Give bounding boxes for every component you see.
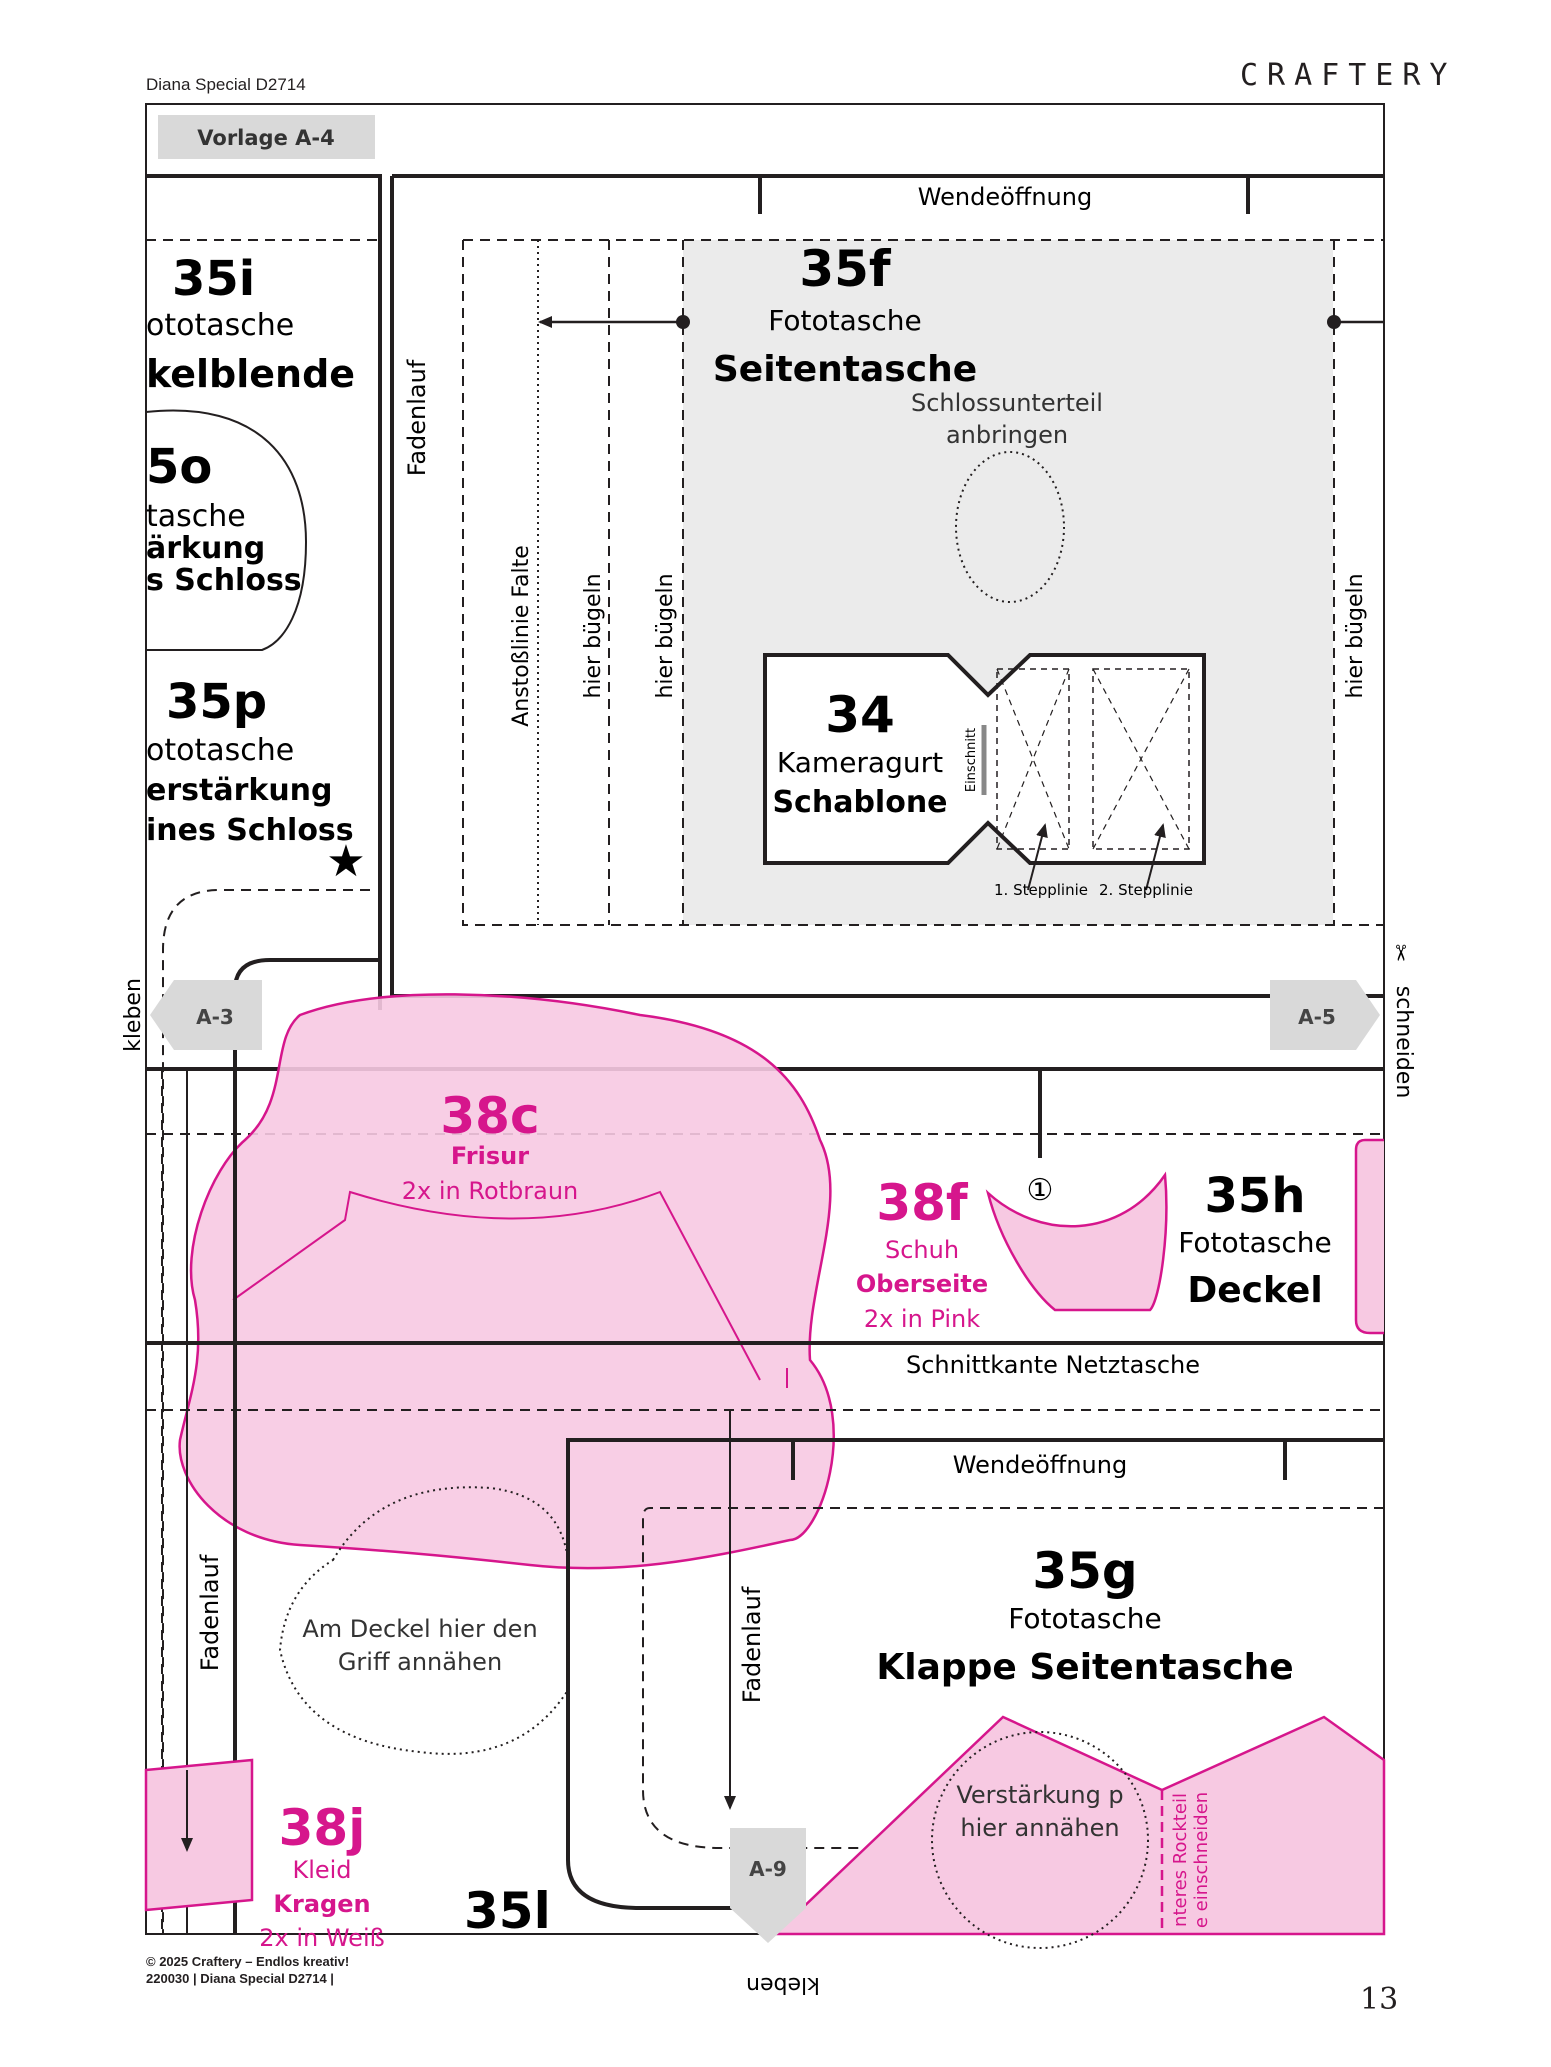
footer-copyright: © 2025 Craftery – Endlos kreativ! 220030…	[146, 1953, 349, 1987]
page-number: 13	[1360, 1982, 1399, 2017]
connector-a9-label: A-9	[749, 1857, 787, 1881]
connector-a5	[1270, 980, 1380, 1050]
piece-35o-line2: ärkung	[146, 531, 265, 566]
piece-35f-number: 35f	[799, 240, 892, 298]
piece-38j-line1: Kleid	[292, 1856, 351, 1884]
piece-38f-line2: Oberseite	[856, 1270, 988, 1298]
piece-35f-note2: anbringen	[946, 421, 1068, 449]
piece-34-cut-label: Einschnitt	[964, 728, 979, 792]
piece-38j-outline	[144, 1758, 254, 1912]
piece-35h-number: 35h	[1205, 1168, 1306, 1224]
template-label-box	[158, 115, 375, 159]
piece-38f-line3: 2x in Pink	[864, 1305, 980, 1333]
deckel-note2: Griff annähen	[338, 1648, 502, 1676]
header-title: Diana Special D2714	[146, 75, 306, 94]
piece-38f-line1: Schuh	[885, 1236, 959, 1264]
star-mark: ★	[326, 836, 365, 887]
skirt-note2: e einschneiden	[1191, 1792, 1212, 1928]
netztasche-label: Schnittkante Netztasche	[906, 1351, 1200, 1379]
piece-38c-line2: 2x in Rotbraun	[402, 1177, 579, 1205]
piece-34-line1: Kameragurt	[777, 746, 943, 779]
skirt-note1: nteres Rockteil	[1170, 1793, 1191, 1927]
piece-skirt-outline	[771, 1715, 1386, 1936]
brand-logo: CRAFTERY	[1240, 58, 1457, 93]
piece-35o-number: 5o	[146, 439, 212, 495]
piece-35g-line2: Klappe Seitentasche	[876, 1647, 1293, 1688]
piece-38c-line1: Frisur	[451, 1142, 529, 1170]
piece-35o-line3: s Schloss	[146, 563, 302, 598]
fadenlauf-label: Fadenlauf	[403, 359, 431, 476]
wendeoeffnung-label: Wendeöffnung	[918, 183, 1092, 211]
stitch-line-2-label: 2. Stepplinie	[1099, 881, 1193, 899]
piece-35f-line1: Fototasche	[768, 304, 921, 337]
piece-35o-line1: tasche	[146, 499, 246, 534]
buegeln-label: hier bügeln	[581, 573, 606, 698]
piece-38c-number: 38c	[440, 1087, 539, 1145]
piece-35l-number: 35l	[464, 1882, 551, 1940]
connector-a3	[150, 980, 262, 1050]
piece-35o-outline	[145, 409, 308, 651]
piece-35p-number: 35p	[166, 674, 267, 730]
piece-35i-outline	[146, 174, 382, 1010]
piece-35f-line2: Seitentasche	[713, 349, 977, 390]
buegeln-label: hier bügeln	[653, 573, 678, 698]
connector-a9	[730, 1828, 806, 1943]
piece-35g-outline	[566, 1438, 1384, 1910]
piece-38j-line3: 2x in Weiß	[259, 1924, 384, 1952]
wendeoeffnung-label: Wendeöffnung	[953, 1451, 1127, 1479]
piece-38f-number: 38f	[876, 1174, 969, 1232]
piece-35i-line2: kelblende	[146, 352, 355, 396]
piece-38f-outline	[985, 1171, 1168, 1312]
piece-35p-line3: ines Schloss	[146, 813, 354, 848]
piece-35p-line1: ototasche	[146, 733, 294, 768]
piece-34-line2: Schablone	[772, 785, 947, 820]
footer-line1: © 2025 Craftery – Endlos kreativ!	[146, 1954, 350, 1969]
connector-a3-label: A-3	[196, 1005, 234, 1029]
piece-35h-line2: Deckel	[1187, 1270, 1322, 1311]
connector-a5-label: A-5	[1298, 1005, 1336, 1029]
template-label: Vorlage A-4	[197, 126, 334, 150]
piece-35i-line1: ototasche	[146, 308, 294, 343]
buegeln-label: hier bügeln	[1343, 573, 1368, 698]
deckel-note1: Am Deckel hier den	[302, 1615, 537, 1643]
fadenlauf-label: Fadenlauf	[196, 1554, 224, 1671]
seam-line	[162, 889, 370, 1934]
scissors-icon: ✂	[1387, 944, 1412, 962]
piece-35g-line1: Fototasche	[1008, 1602, 1161, 1635]
piece-38c-outline	[178, 993, 835, 1570]
piece-35g-note1: Verstärkung p	[956, 1781, 1123, 1809]
piece-35f-note1: Schlossunterteil	[911, 389, 1103, 417]
edge-label-bottom: kleben	[746, 1972, 820, 1997]
piece-38j-line2: Kragen	[273, 1890, 370, 1918]
piece-35p-line2: erstärkung	[146, 773, 333, 808]
fadenlauf-label: Fadenlauf	[738, 1586, 766, 1703]
piece-35h-mark: ①	[1027, 1173, 1054, 1208]
lock-position-marker	[955, 451, 1065, 603]
edge-label-left: kleben	[121, 978, 146, 1052]
piece-35h-line1: Fototasche	[1178, 1226, 1331, 1259]
stitch-line-1-label: 1. Stepplinie	[994, 881, 1088, 899]
piece-35g-note2: hier annähen	[960, 1814, 1119, 1842]
piece-38j-number: 38j	[279, 1799, 366, 1857]
piece-34-number: 34	[825, 686, 895, 744]
footer-line2: 220030 | Diana Special D2714 |	[146, 1971, 334, 1986]
piece-35g-number: 35g	[1032, 1542, 1137, 1600]
edge-label-right: schneiden	[1391, 986, 1416, 1099]
anstoss-label: Anstoßlinie Falte	[509, 545, 534, 727]
piece-35i-number: 35i	[172, 251, 255, 307]
